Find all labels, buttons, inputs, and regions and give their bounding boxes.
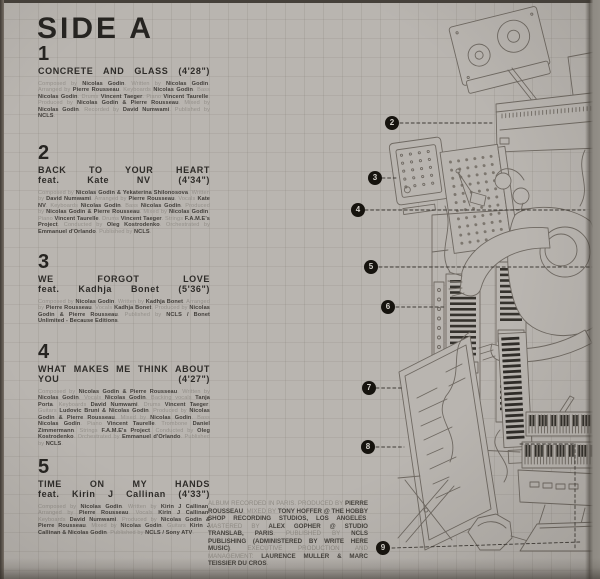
callout-3: 3 [368, 171, 382, 185]
track-number: 1 [38, 43, 50, 65]
callout-leader-lines [364, 122, 593, 549]
side-table-drawing [567, 50, 600, 115]
track-number: 4 [38, 341, 50, 363]
mixing-panel-drawing [398, 335, 499, 551]
photo-edge-left [0, 0, 4, 579]
callout-6: 6 [381, 300, 395, 314]
headphones-drawing [494, 168, 530, 238]
track-number: 2 [38, 142, 50, 164]
track-title: WHAT MAKES ME THINK ABOUT YOU (4'27") [38, 364, 210, 384]
callout-4: 4 [351, 203, 365, 217]
cables-drawing [441, 149, 586, 483]
track-credits: Composed by Nicolas Godin. Written by Ni… [38, 80, 211, 120]
rack-monitor-drawing [388, 136, 449, 215]
callout-7: 7 [362, 381, 376, 395]
track-title: CONCRETE AND GLASS (4'28") [38, 66, 210, 76]
track-title: BACK TO YOUR HEART feat. Kate NV (4'34") [38, 165, 210, 185]
track-4: 4 WHAT MAKES ME THINK ABOUT YOU (4'27") … [38, 342, 210, 447]
microphone-drawing [455, 168, 487, 207]
callout-2: 2 [385, 116, 399, 130]
track-credits: Composed by Nicolas Godin & Yekaterina S… [38, 189, 210, 235]
track-title: TIME ON MY HANDS feat. Kirin J Callinan … [38, 479, 210, 499]
photo-edge-bottom [0, 558, 600, 579]
callout-8: 8 [361, 440, 375, 454]
desk-lamp-drawing [467, 513, 529, 551]
track-2: 2 BACK TO YOUR HEART feat. Kate NV (4'34… [38, 143, 210, 235]
track-3: 3 WE FORGOT LOVE feat. Kadhja Bonet (5'3… [38, 252, 210, 325]
photo-edge-top [0, 0, 600, 3]
track-number: 5 [38, 456, 50, 478]
track-1: 1 CONCRETE AND GLASS (4'28") Composed by… [38, 44, 210, 120]
track-credits: Composed by Nicolas Godin. Written by Ki… [38, 503, 210, 536]
sleeve-fold-edge [585, 0, 600, 579]
callout-5: 5 [364, 260, 378, 274]
side-title: SIDE A [37, 12, 154, 45]
track-credits: Composed by Nicolas Godin & Pierre Rouss… [38, 388, 211, 447]
track-credits: Composed by Nicolas Godin. Written by Ka… [38, 298, 210, 325]
synth-module-drawing [495, 91, 600, 153]
studio-monitor-speaker-drawing [448, 6, 551, 94]
piano-keys-drawing [497, 331, 533, 464]
track-5: 5 TIME ON MY HANDS feat. Kirin J Callina… [38, 457, 210, 536]
stool-drawing [397, 475, 455, 543]
callout-9: 9 [376, 541, 390, 555]
track-number: 3 [38, 251, 50, 273]
track-title: WE FORGOT LOVE feat. Kadhja Bonet (5'36"… [38, 274, 210, 294]
